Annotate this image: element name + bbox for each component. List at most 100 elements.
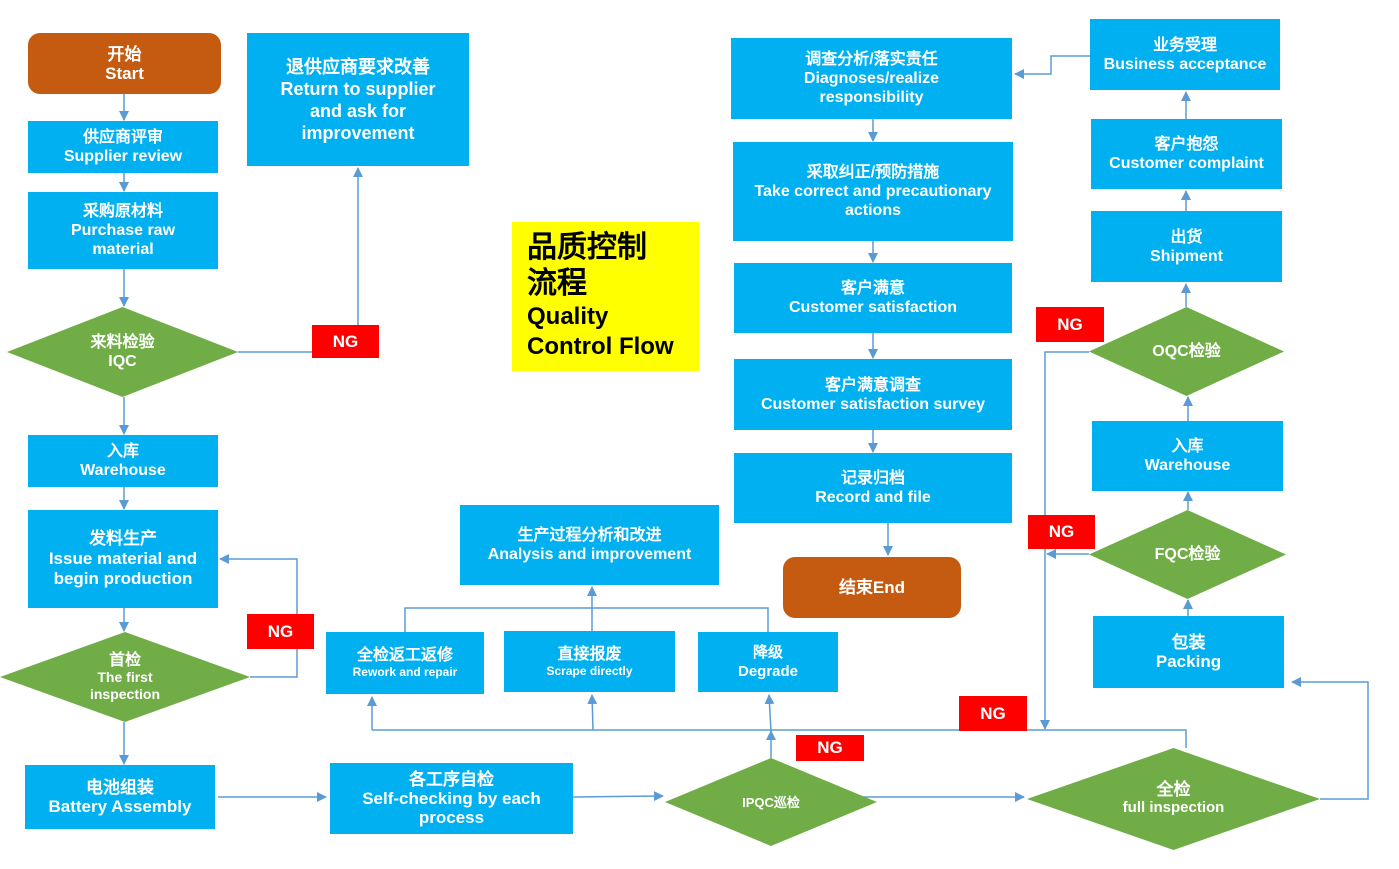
node-en: Customer satisfaction survey [760,395,986,413]
node-cn: 各工序自检 [409,770,494,789]
node-cn: 生产过程分析和改进 [517,527,662,544]
diagnoses-node: 调查分析/落实责任 Diagnoses/realize responsibilit… [731,38,1012,119]
ng-label-ipqc: NG [796,735,864,761]
node-en: Purchase raw material [70,222,176,258]
node-en: Diagnoses/realize responsibility [803,70,940,106]
node-cn: 业务受理 [1152,36,1217,54]
node-cn: 降级 [752,644,783,661]
node-cn: 全检 [1156,780,1191,799]
node-cn: 出货 [1170,228,1203,246]
ng-label-full-inspection: NG [959,696,1027,731]
ng-label-first-inspection: NG [247,614,314,649]
node-cn: 记录归档 [840,470,905,487]
arrow-to-degrade [764,694,775,732]
degrade-node: 降级 Degrade [698,632,838,692]
node-cn: 退供应商要求改善 [286,56,430,77]
node-cn: 来料检验 [90,334,155,351]
node-en: Take correct and precautionary actions [754,183,992,219]
node-en: Rework and repair [352,665,458,679]
arrow-full-packing [1291,677,1369,800]
node-cn: FQC检验 [1154,546,1221,563]
corrective-node: 采取纠正/预防措施 Take correct and precautionary … [733,142,1013,241]
node-en: Analysis and improvement [487,546,692,563]
node-en: Warehouse [1144,457,1231,474]
node-cn: 调查分析/落实责任 [805,51,938,68]
node-en: Record and file [815,489,931,506]
node-en: Warehouse [80,462,166,479]
top-bus-line [404,607,769,632]
title-en-line2: Control Flow [527,333,674,360]
ng-label-iqc: NG [312,325,379,358]
node-en: Start [105,63,144,83]
title-en-line1: Quality [527,303,609,330]
ng-label-fqc: NG [1028,515,1095,549]
purchase-node: 采购原材料 Purchase raw material [28,192,218,269]
node-cn: 首检 [108,651,141,669]
node-en: Scrape directly [546,663,633,678]
title-cn-line1: 品质控制 [527,231,647,264]
node-cn: 入库 [106,443,139,460]
complaint-node: 客户抱怨 Customer complaint [1091,119,1282,189]
node-cn: 供应商评审 [82,129,163,146]
node-cn: 采取纠正/预防措施 [806,164,940,181]
title-cn-line2: 流程 [527,267,587,300]
analysis-node: 生产过程分析和改进 Analysis and improvement [460,505,719,585]
node-en: Return to supplier and ask for improveme… [280,78,436,143]
node-cn: 客户抱怨 [1154,136,1219,153]
node-cn: 包装 [1171,633,1206,652]
arrow-business-diagnoses [1014,55,1090,79]
record-node: 记录归档 Record and file [734,453,1012,523]
satisfaction-node: 客户满意 Customer satisfaction [734,263,1012,333]
node-cn: 客户满意 [840,280,905,297]
node-cn: OQC检验 [1152,343,1221,360]
node-en: Battery Assembly [48,797,192,816]
node-en: The first inspection [89,668,160,702]
node-cn: 客户满意调查 [824,376,921,394]
oqc-decision: OQC检验 [1089,307,1284,396]
node-en: full inspection [1122,799,1225,816]
node-en: Customer complaint [1109,155,1264,172]
node-cn: 采购原材料 [82,203,163,220]
warehouse-out-node: 入库 Warehouse [1092,421,1283,491]
supplier-review-node: 供应商评审 Supplier review [28,121,218,173]
node-cn: 入库 [1171,438,1204,455]
diagram-title: 品质控制 流程 Quality Control Flow [512,222,699,371]
node-en: Degrade [737,663,799,680]
node-en: Shipment [1150,247,1223,265]
node-en: Supplier review [63,148,183,165]
ipqc-decision: IPQC巡检 [665,758,877,846]
node-cn: 全检返工返修 [356,647,453,664]
ng-bus-line [372,729,1187,748]
node-en: IQC [108,353,137,370]
node-cn: 结束End [838,578,906,597]
node-en: Customer satisfaction [788,299,958,316]
node-cn: 电池组装 [86,778,154,797]
node-en: Issue material and begin production [48,549,198,588]
node-en: Packing [1155,652,1222,671]
iqc-decision: 来料检验 IQC [7,307,238,397]
node-cn: 开始 [107,44,142,64]
ng-label-oqc: NG [1036,307,1104,342]
node-cn: 发料生产 [89,529,157,548]
warehouse-in-node: 入库 Warehouse [28,435,218,487]
arrow-to-scrape [587,694,598,731]
node-cn: 直接报废 [557,645,622,663]
arrow-oqc-ng-down [1040,351,1089,730]
node-en: Business acceptance [1103,55,1267,73]
node-en: Self-checking by each process [362,789,541,827]
node-cn: IPQC巡检 [742,794,800,810]
arrow-self-ipqc [572,791,664,802]
